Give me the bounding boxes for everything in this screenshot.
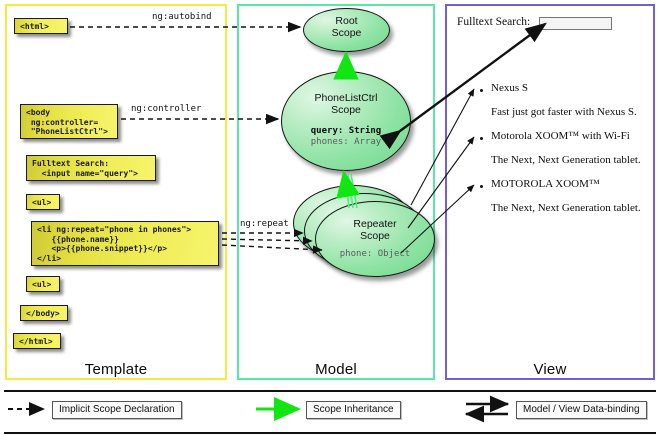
html-close-box: </html> <box>13 333 61 349</box>
panel-template <box>5 4 227 380</box>
ng-repeat-label: ng:repeat <box>240 219 289 229</box>
html-open-box: <html> <box>14 18 68 34</box>
li-repeat-box: <li ng:repeat="phone in phones"> {{phone… <box>31 221 219 266</box>
view-phone-name-0: Nexus S <box>491 82 528 94</box>
ng-controller-label: ng:controller <box>131 104 202 114</box>
view-search-input[interactable] <box>539 17 612 30</box>
panel-view <box>445 4 655 380</box>
body-close-box: </body> <box>20 305 68 321</box>
legend-implicit-scope: Implicit Scope Declaration <box>52 401 182 419</box>
repeater-scope-title-line2: Scope <box>360 230 390 242</box>
legend: Implicit Scope Declaration Scope Inherit… <box>0 388 660 435</box>
root-scope-ellipse <box>303 8 390 52</box>
legend-data-binding: Model / View Data-binding <box>516 401 647 419</box>
ul-close-box: <ul> <box>26 276 60 292</box>
legend-divider-bottom <box>4 432 656 434</box>
view-phone-name-1: Motorola XOOM™ with Wi-Fi <box>491 130 630 142</box>
ul-open-box: <ul> <box>26 194 60 210</box>
body-controller-box: <body ng:controller= "PhoneListCtrl"> <box>20 104 118 139</box>
legend-scope-inheritance: Scope Inheritance <box>306 401 401 419</box>
view-search-label: Fulltext Search: <box>457 16 531 28</box>
phonelistctrl-scope-ellipse <box>281 71 411 171</box>
root-scope-title-line1: Root <box>335 15 358 27</box>
view-phone-name-2: MOTOROLA XOOM™ <box>491 178 600 190</box>
view-bullet-0 <box>480 89 483 92</box>
view-phone-snippet-0: Fast just got faster with Nexus S. <box>491 106 637 118</box>
panel-label-view: View <box>533 361 567 378</box>
root-scope-title-line2: Scope <box>331 27 362 39</box>
view-phone-snippet-2: The Next, Next Generation tablet. <box>491 202 641 214</box>
phonelistctrl-scope-prop-query: query: String <box>310 126 382 136</box>
view-bullet-1 <box>480 137 483 140</box>
fulltext-search-box: Fulltext Search: <input name="query"> <box>26 155 156 181</box>
view-phone-snippet-1: The Next, Next Generation tablet. <box>491 154 641 166</box>
ng-autobind-label: ng:autobind <box>152 12 212 22</box>
repeater-scope-title-line1: Repeater <box>353 218 397 230</box>
legend-divider-top <box>4 390 656 392</box>
panel-label-model: Model <box>315 361 357 378</box>
repeater-scope-prop-phone: phone: Object <box>339 249 411 259</box>
phonelistctrl-scope-prop-phones: phones: Array <box>310 137 382 147</box>
view-bullet-2 <box>480 185 483 188</box>
phonelistctrl-scope-title-line2: Scope <box>331 104 361 116</box>
phonelistctrl-scope-title-line1: PhoneListCtrl <box>314 92 378 104</box>
panel-label-template: Template <box>84 361 148 378</box>
